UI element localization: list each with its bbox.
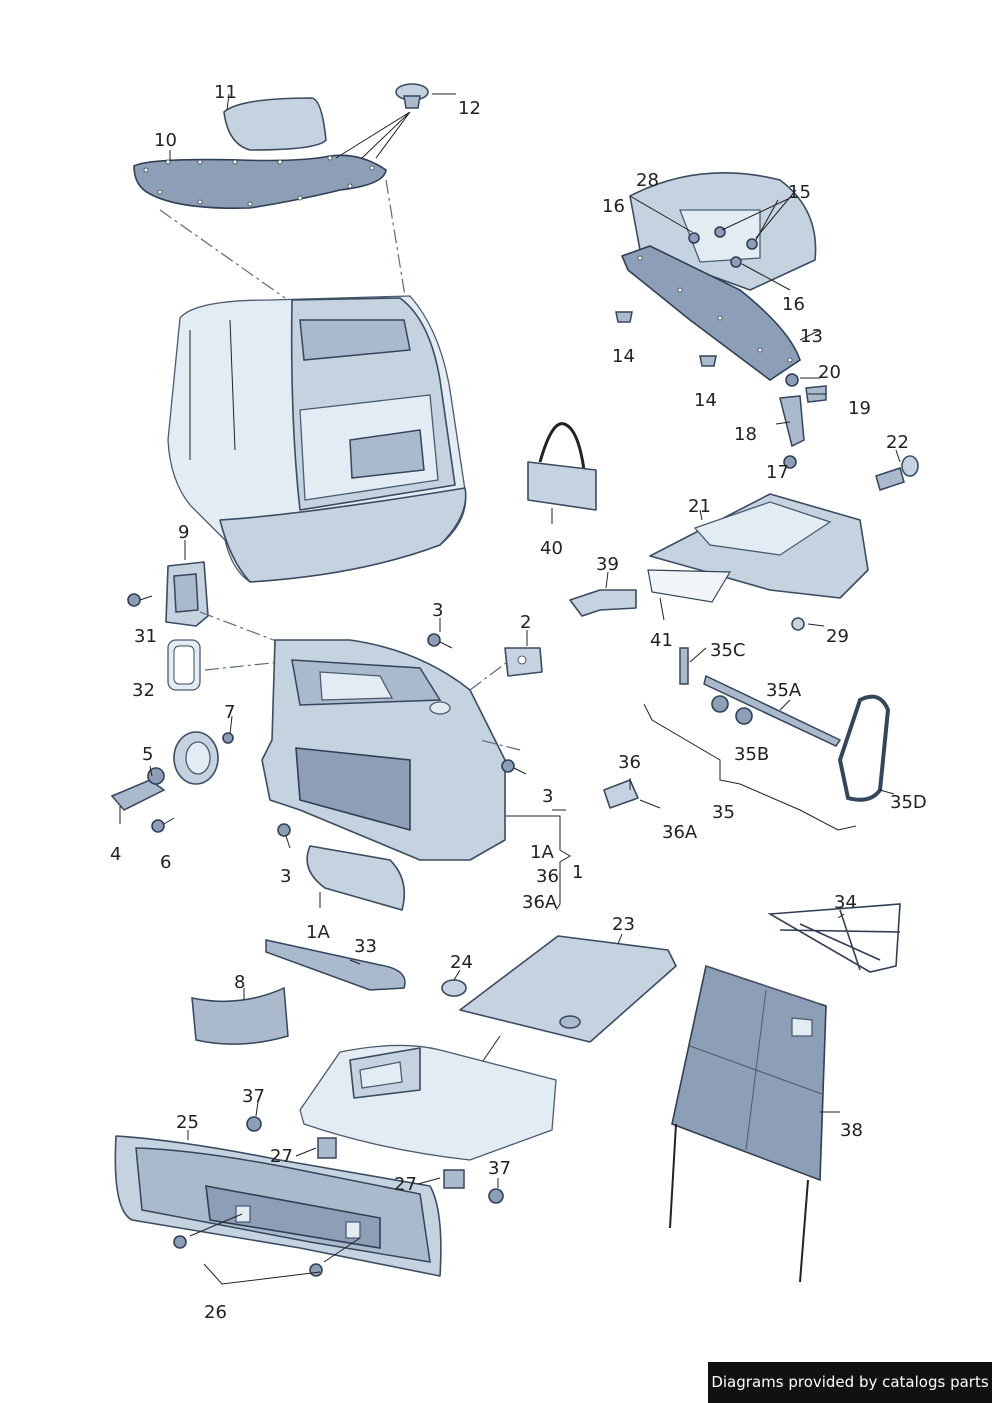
callout-25: 25 (176, 1112, 199, 1133)
part-5-lamp-housing (173, 731, 219, 785)
part-41-net (647, 569, 732, 603)
callout-36a-b: 36A (522, 892, 558, 913)
callout-36a-a: 36A (662, 822, 698, 843)
part-36-plug (603, 779, 639, 809)
footer-attribution: Diagrams provided by catalogs parts (708, 1362, 992, 1403)
part-23-floor-board (459, 935, 677, 1043)
callout-20: 20 (818, 362, 841, 383)
part-2-clip (504, 647, 543, 677)
part-18-hinge (779, 395, 805, 448)
callout-13: 13 (800, 326, 823, 347)
callout-3-c: 3 (280, 866, 291, 887)
part-35a-35b-harness (703, 674, 842, 747)
part-35c-pin (679, 647, 689, 685)
callout-10: 10 (154, 130, 177, 151)
callout-39: 39 (596, 554, 619, 575)
callout-15: 15 (788, 182, 811, 203)
part-31-screw (127, 593, 153, 607)
part-37-screws (246, 1116, 504, 1204)
callout-14-a: 14 (612, 346, 635, 367)
callout-17: 17 (766, 462, 789, 483)
part-7-screw (222, 732, 234, 744)
callout-18: 18 (734, 424, 757, 445)
part-32-seal (167, 639, 201, 691)
callout-22: 22 (886, 432, 909, 453)
callout-28: 28 (636, 170, 659, 191)
part-33-sill-trim (265, 939, 406, 991)
callout-1: 1 (572, 862, 583, 883)
part-27-clips (317, 1137, 465, 1189)
callout-16-b: 16 (782, 294, 805, 315)
part-11-cover (223, 97, 327, 151)
callout-8: 8 (234, 972, 245, 993)
callout-16-a: 16 (602, 196, 625, 217)
part-4-lamp (110, 767, 166, 811)
callout-4: 4 (110, 844, 121, 865)
callout-41: 41 (650, 630, 673, 651)
callout-32: 32 (132, 680, 155, 701)
callout-34: 34 (834, 892, 857, 913)
part-34-cargo-net (767, 903, 901, 973)
part-3-screw-b (501, 759, 527, 775)
callout-26: 26 (204, 1302, 227, 1323)
part-39-bracket (569, 589, 637, 617)
callout-33: 33 (354, 936, 377, 957)
callout-21: 21 (688, 496, 711, 517)
callout-35c: 35C (710, 640, 745, 661)
callout-5: 5 (142, 744, 153, 765)
callout-7: 7 (224, 702, 235, 723)
part-40-bag (527, 422, 597, 511)
part-14-clips (615, 311, 717, 367)
callout-1a-b: 1A (306, 922, 330, 943)
part-15-16-screws (629, 195, 791, 291)
callout-29: 29 (826, 626, 849, 647)
callout-14-b: 14 (694, 390, 717, 411)
part-38-roller-blind (669, 964, 827, 1283)
part-29-cap (791, 617, 805, 631)
part-24-cap (441, 979, 467, 997)
callout-31: 31 (134, 626, 157, 647)
callout-11: 11 (214, 82, 237, 103)
part-26-screws (173, 1213, 361, 1285)
callout-6: 6 (160, 852, 171, 873)
callout-35b: 35B (734, 744, 769, 765)
callout-12: 12 (458, 98, 481, 119)
part-10-hatch-trim (133, 154, 387, 210)
callout-1a-a: 1A (530, 842, 554, 863)
callout-38: 38 (840, 1120, 863, 1141)
part-17-screw (783, 455, 797, 469)
callout-9: 9 (178, 522, 189, 543)
part-22-striker (875, 455, 919, 491)
callout-23: 23 (612, 914, 635, 935)
part-35d-seal (837, 694, 891, 802)
part-3-screw-a (427, 633, 453, 649)
callout-35a: 35A (766, 680, 802, 701)
part-1a-cover (306, 845, 406, 911)
part-1-side-trim-panel (261, 639, 506, 861)
part-6-screw (151, 817, 175, 833)
callout-36-a: 36 (618, 752, 641, 773)
callout-36-b: 36 (536, 866, 559, 887)
callout-27-a: 27 (270, 1146, 293, 1167)
callout-35: 35 (712, 802, 735, 823)
part-9-bracket (165, 561, 209, 627)
callout-35d: 35D (890, 792, 927, 813)
callout-27-b: 27 (394, 1174, 417, 1195)
callout-40: 40 (540, 538, 563, 559)
callout-3-b: 3 (542, 786, 553, 807)
callout-37-a: 37 (242, 1086, 265, 1107)
callout-2: 2 (520, 612, 531, 633)
callout-3-a: 3 (432, 600, 443, 621)
vehicle-body (167, 295, 467, 583)
luggage-compartment (299, 1044, 557, 1161)
callout-19: 19 (848, 398, 871, 419)
part-3-screw-c (277, 823, 291, 849)
callout-24: 24 (450, 952, 473, 973)
part-8-shell (191, 986, 289, 1045)
part-12-clip (395, 83, 429, 109)
part-13-inner-panel (620, 172, 817, 381)
callout-37-b: 37 (488, 1158, 511, 1179)
